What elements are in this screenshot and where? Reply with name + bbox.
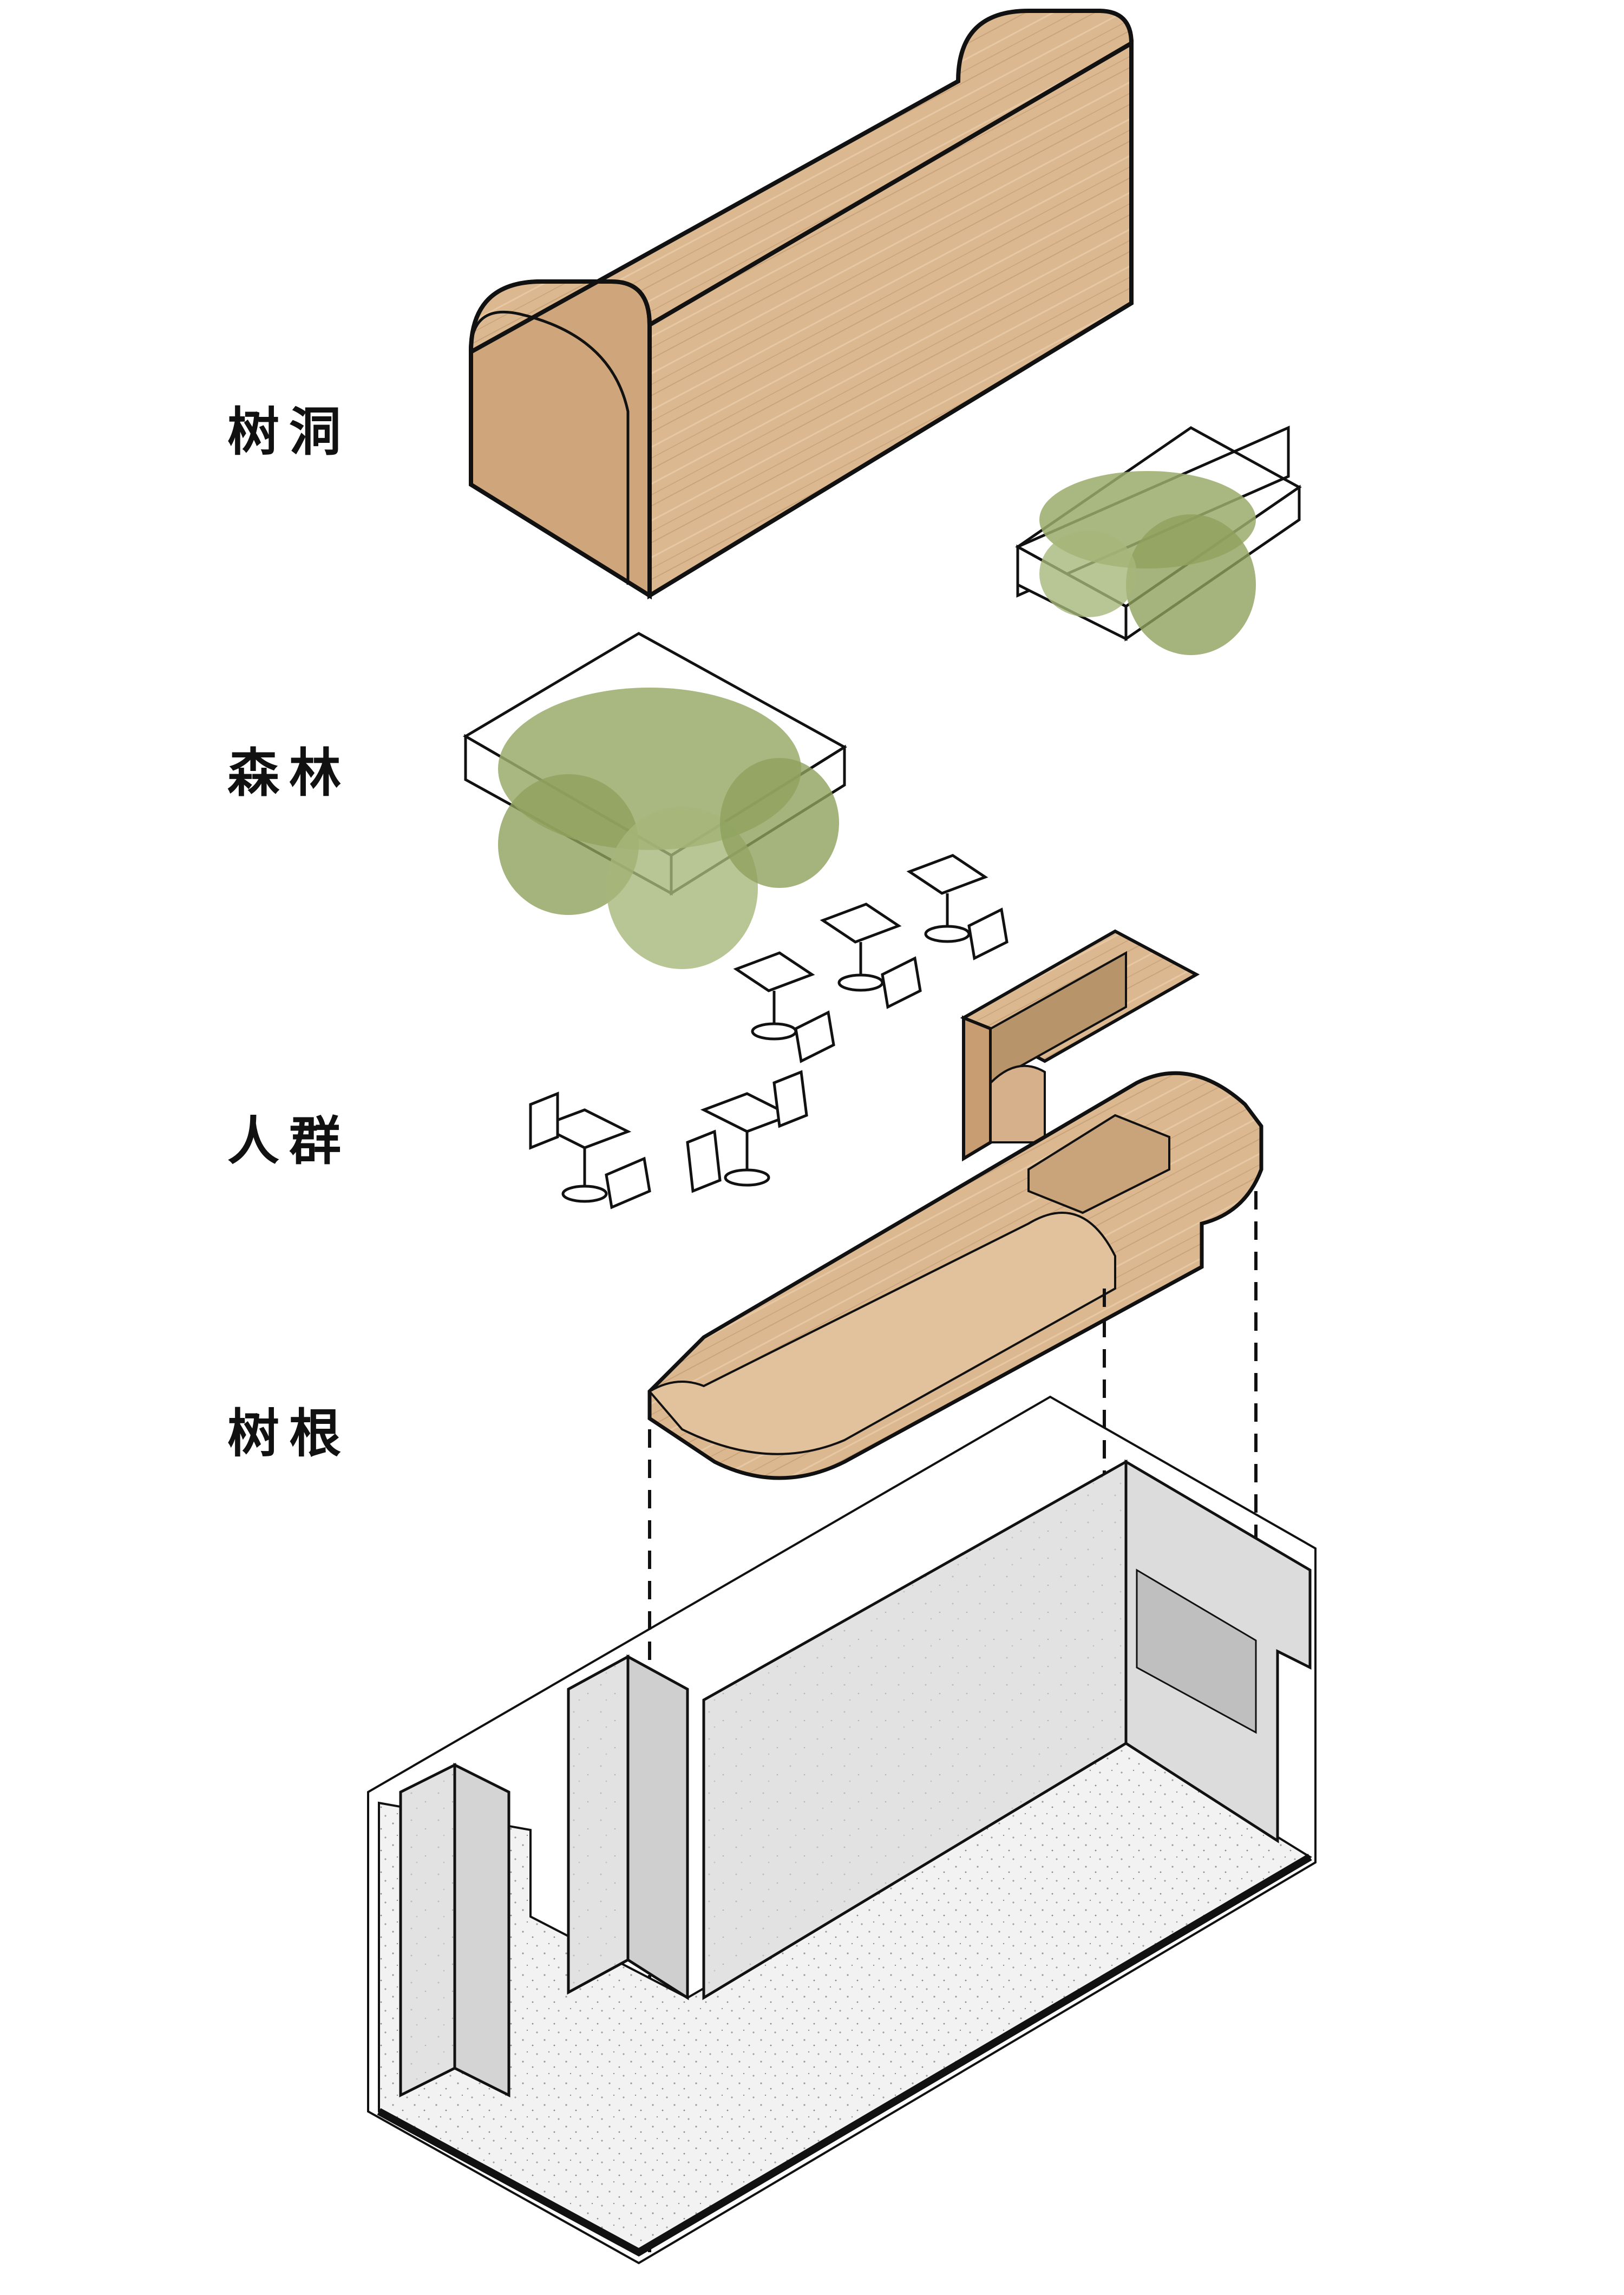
cafe-tables xyxy=(529,854,1009,1209)
concrete-room xyxy=(367,1395,1317,2265)
planter-grid-small xyxy=(1015,426,1302,655)
label-crowd: 人群 xyxy=(227,1111,351,1172)
table-set-5 xyxy=(686,1070,808,1193)
planter-grid-large xyxy=(463,632,847,969)
label-forest: 森林 xyxy=(227,743,351,803)
label-tree-hollow: 树洞 xyxy=(227,402,351,462)
table-set-2 xyxy=(820,903,922,1009)
table-set-3 xyxy=(906,854,1009,960)
label-tree-roots: 树根 xyxy=(227,1403,351,1464)
table-set-1 xyxy=(733,951,835,1063)
table-set-4 xyxy=(529,1091,651,1209)
wood-vault xyxy=(468,9,1134,600)
bar-counter xyxy=(647,929,1263,1480)
